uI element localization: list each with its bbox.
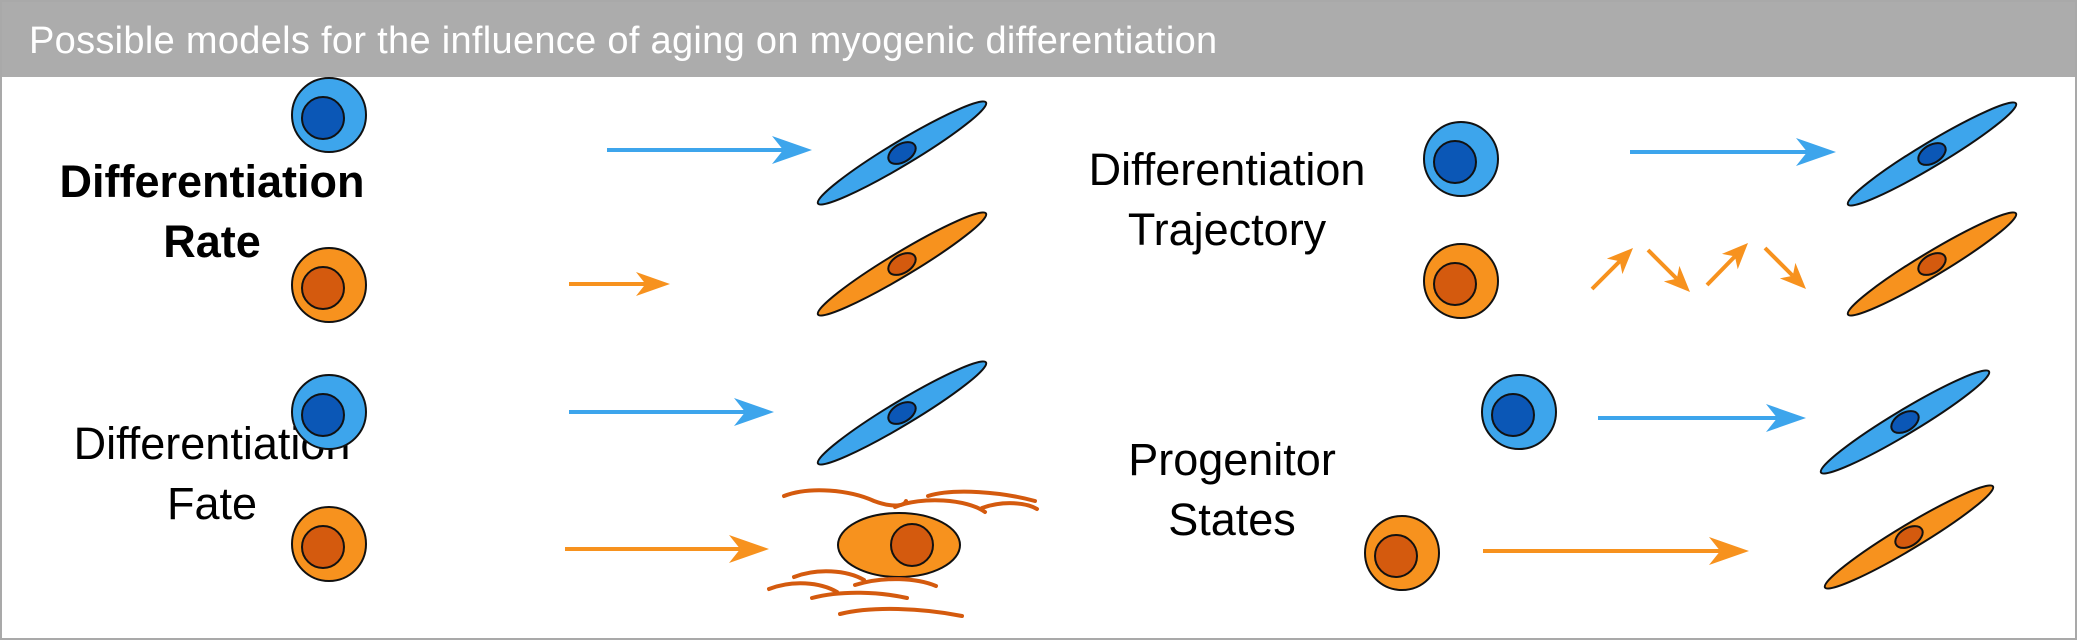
progenitor-aged-myotube-nucleus [1894, 525, 1924, 549]
trajectory-young-arrow-head [1796, 138, 1836, 166]
rate-young-arrow-head [772, 136, 812, 164]
label-trajectory-line1: Differentiation [1088, 144, 1366, 195]
fate-matrix-fiber-3 [926, 489, 1037, 503]
fate-young-progenitor [291, 374, 367, 450]
trajectory-aged-arrow-2 [1646, 248, 1690, 292]
progenitor-aged-arrow [1483, 537, 1749, 565]
progenitor-young-arrow [1598, 404, 1806, 432]
progenitor-aged-myotube [1823, 484, 1995, 590]
trajectory-aged-arrow-2-shaft [1646, 248, 1679, 281]
trajectory-aged-arrow-3-shaft [1705, 254, 1737, 287]
trajectory-young-progenitor-nucleus [1433, 140, 1477, 184]
trajectory-aged-arrow-1 [1590, 248, 1633, 291]
fate-matrix-fiber-8 [853, 577, 938, 588]
trajectory-aged-arrow-3-head [1721, 243, 1748, 270]
rate-aged-arrow-head [636, 272, 670, 296]
fate-matrix-fiber-6 [792, 569, 866, 582]
trajectory-aged-arrow-1-head [1606, 248, 1633, 275]
fate-young-progenitor-nucleus [301, 393, 345, 437]
progenitor-young-arrow-head [1766, 404, 1806, 432]
fate-matrix-fiber-9 [838, 606, 964, 618]
fate-matrix-fiber-1 [782, 488, 908, 508]
trajectory-aged-arrow-2-head [1663, 265, 1690, 292]
fate-aged-progenitor [291, 506, 367, 582]
fate-young-arrow [569, 398, 774, 426]
progenitor-young-myotube [1819, 369, 1991, 475]
trajectory-young-myotube [1846, 101, 2018, 207]
rate-aged-myotube-nucleus [887, 252, 917, 276]
label-progenitor-states: Progenitor States [1062, 430, 1402, 550]
trajectory-aged-arrow-4-head [1779, 262, 1806, 289]
label-progenitor-line2: States [1168, 494, 1296, 545]
trajectory-aged-progenitor [1423, 243, 1499, 319]
trajectory-aged-progenitor-nucleus [1433, 262, 1477, 306]
label-rate-line2: Rate [163, 216, 261, 267]
label-trajectory-line2: Trajectory [1127, 204, 1327, 255]
progenitor-young-cell [1481, 374, 1557, 450]
fate-young-myotube-nucleus [887, 401, 917, 425]
rate-aged-progenitor [291, 247, 367, 323]
fate-aged-alternate-cell [837, 512, 961, 578]
label-fate-line2: Fate [166, 478, 258, 529]
rate-aged-progenitor-nucleus [301, 266, 345, 310]
progenitor-aged-arrow-head [1709, 537, 1749, 565]
fate-aged-alternate-cell-nucleus [890, 523, 934, 567]
header-title: Possible models for the influence of agi… [29, 20, 1218, 62]
trajectory-aged-arrow-1-shaft [1590, 259, 1622, 291]
trajectory-aged-myotube [1846, 211, 2018, 317]
fate-young-arrow-head [734, 398, 774, 426]
progenitor-young-myotube-nucleus [1890, 410, 1920, 434]
trajectory-aged-arrow-4 [1763, 246, 1806, 289]
rate-young-progenitor-nucleus [301, 96, 345, 140]
fate-aged-arrow [565, 535, 769, 563]
fate-aged-progenitor-nucleus [301, 525, 345, 569]
progenitor-aged-cell [1364, 515, 1440, 591]
fate-matrix-fiber-7 [810, 590, 909, 600]
rate-aged-arrow [569, 272, 670, 296]
progenitor-young-cell-nucleus [1491, 393, 1535, 437]
fate-matrix-fiber-4 [980, 501, 1039, 511]
trajectory-aged-myotube-nucleus [1917, 252, 1947, 276]
rate-young-myotube-nucleus [887, 141, 917, 165]
fate-matrix-fiber-5 [767, 581, 839, 594]
fate-aged-arrow-head [729, 535, 769, 563]
header-bar: Possible models for the influence of agi… [2, 2, 2075, 77]
trajectory-aged-arrow-4-shaft [1763, 246, 1795, 278]
progenitor-aged-cell-nucleus [1374, 534, 1418, 578]
label-progenitor-line1: Progenitor [1128, 434, 1336, 485]
rate-aged-myotube [816, 211, 988, 317]
label-differentiation-rate: Differentiation Rate [42, 152, 382, 272]
label-differentiation-trajectory: Differentiation Trajectory [1057, 140, 1397, 260]
rate-young-myotube [816, 100, 988, 206]
trajectory-young-progenitor [1423, 121, 1499, 197]
trajectory-young-myotube-nucleus [1917, 142, 1947, 166]
fate-young-myotube [816, 360, 988, 466]
trajectory-young-arrow [1630, 138, 1836, 166]
trajectory-aged-arrow-3 [1705, 243, 1748, 287]
rate-young-arrow [607, 136, 812, 164]
fate-matrix-fiber-2 [893, 498, 987, 514]
label-rate-line1: Differentiation [59, 156, 365, 207]
rate-young-progenitor [291, 77, 367, 153]
